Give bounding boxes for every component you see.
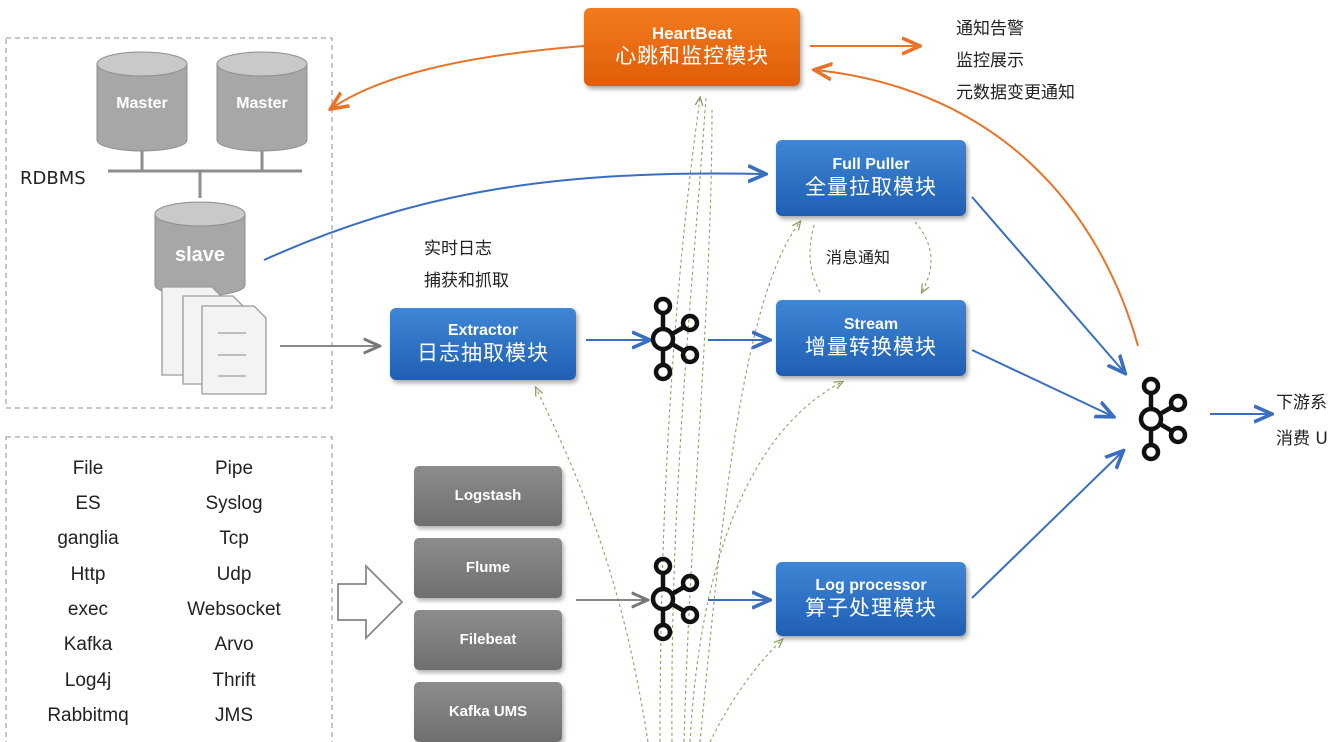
- slave-database-icon: [154, 201, 246, 297]
- source-tcp: Tcp: [219, 528, 249, 549]
- full-puller-subtitle: 全量拉取模块: [805, 176, 937, 199]
- source-es: ES: [75, 493, 101, 514]
- collector-logstash[interactable]: Logstash: [414, 466, 562, 526]
- master-1-database-icon: [96, 51, 188, 152]
- source-http: Http: [70, 564, 106, 585]
- source-ganglia: ganglia: [57, 528, 119, 549]
- master-2-label: Master: [236, 95, 288, 112]
- realtime-label-line1: 实时日志: [424, 239, 492, 259]
- source-file: File: [72, 458, 104, 479]
- collector-flume[interactable]: Flume: [414, 538, 562, 598]
- source-exec: exec: [67, 599, 109, 620]
- extractor-subtitle: 日志抽取模块: [417, 342, 549, 365]
- collector-kafka-ums[interactable]: Kafka UMS: [414, 682, 562, 742]
- log-processor-module[interactable]: Log processor 算子处理模块: [776, 562, 966, 636]
- db-bus-lines: [108, 151, 302, 198]
- collector-filebeat[interactable]: Filebeat: [414, 610, 562, 670]
- heartbeat-subtitle: 心跳和监控模块: [615, 45, 769, 68]
- source-udp: Udp: [216, 564, 252, 585]
- log-processor-subtitle: 算子处理模块: [805, 597, 937, 620]
- kafka-logo-icon: [650, 556, 700, 642]
- log-processor-title: Log processor: [815, 577, 927, 594]
- rdbms-label: RDBMS: [20, 168, 86, 189]
- heartbeat-title: HeartBeat: [651, 24, 733, 43]
- kafka-logo-icon: [1138, 376, 1188, 462]
- rdbms-group-frame: [5, 37, 333, 409]
- full-puller-module[interactable]: Full Puller 全量拉取模块: [776, 140, 966, 216]
- realtime-label-line2: 捕获和抓取: [424, 271, 509, 291]
- source-websocket: Websocket: [187, 599, 281, 620]
- document-stack-icon: [161, 286, 267, 395]
- extractor-module[interactable]: Extractor 日志抽取模块: [390, 308, 576, 380]
- stream-title: Stream: [843, 316, 899, 333]
- notify-label-monitor: 监控展示: [956, 51, 1024, 71]
- full-puller-title: Full Puller: [832, 156, 910, 173]
- source-rabbitmq: Rabbitmq: [47, 705, 129, 726]
- downstream-label-line1: 下游系: [1276, 393, 1327, 413]
- notify-label-metadata: 元数据变更通知: [956, 83, 1075, 103]
- stream-module[interactable]: Stream 增量转换模块: [776, 300, 966, 376]
- stream-subtitle: 增量转换模块: [805, 336, 937, 359]
- downstream-label-line2: 消费 U: [1276, 429, 1328, 449]
- source-jms: JMS: [215, 705, 253, 726]
- heartbeat-module[interactable]: HeartBeat 心跳和监控模块: [584, 8, 800, 86]
- collector-logstash-label: Logstash: [454, 487, 522, 504]
- sources-group-frame: [5, 436, 333, 742]
- source-kafka: Kafka: [63, 634, 113, 655]
- extractor-title: Extractor: [447, 322, 519, 339]
- source-thrift: Thrift: [212, 670, 256, 691]
- master-1-label: Master: [116, 95, 168, 112]
- message-notify-label: 消息通知: [826, 248, 891, 267]
- hollow-right-arrow-icon: [337, 563, 404, 641]
- collector-kafka-ums-label: Kafka UMS: [448, 703, 528, 720]
- master-2-database-icon: [216, 51, 308, 152]
- source-arvo: Arvo: [214, 634, 254, 655]
- notify-label-alert: 通知告警: [956, 19, 1024, 39]
- source-syslog: Syslog: [205, 493, 263, 514]
- collector-flume-label: Flume: [465, 559, 511, 576]
- source-pipe: Pipe: [214, 458, 254, 479]
- source-log4j: Log4j: [64, 670, 112, 691]
- collector-filebeat-label: Filebeat: [459, 631, 517, 648]
- kafka-logo-icon: [650, 296, 700, 382]
- slave-label: slave: [174, 244, 226, 266]
